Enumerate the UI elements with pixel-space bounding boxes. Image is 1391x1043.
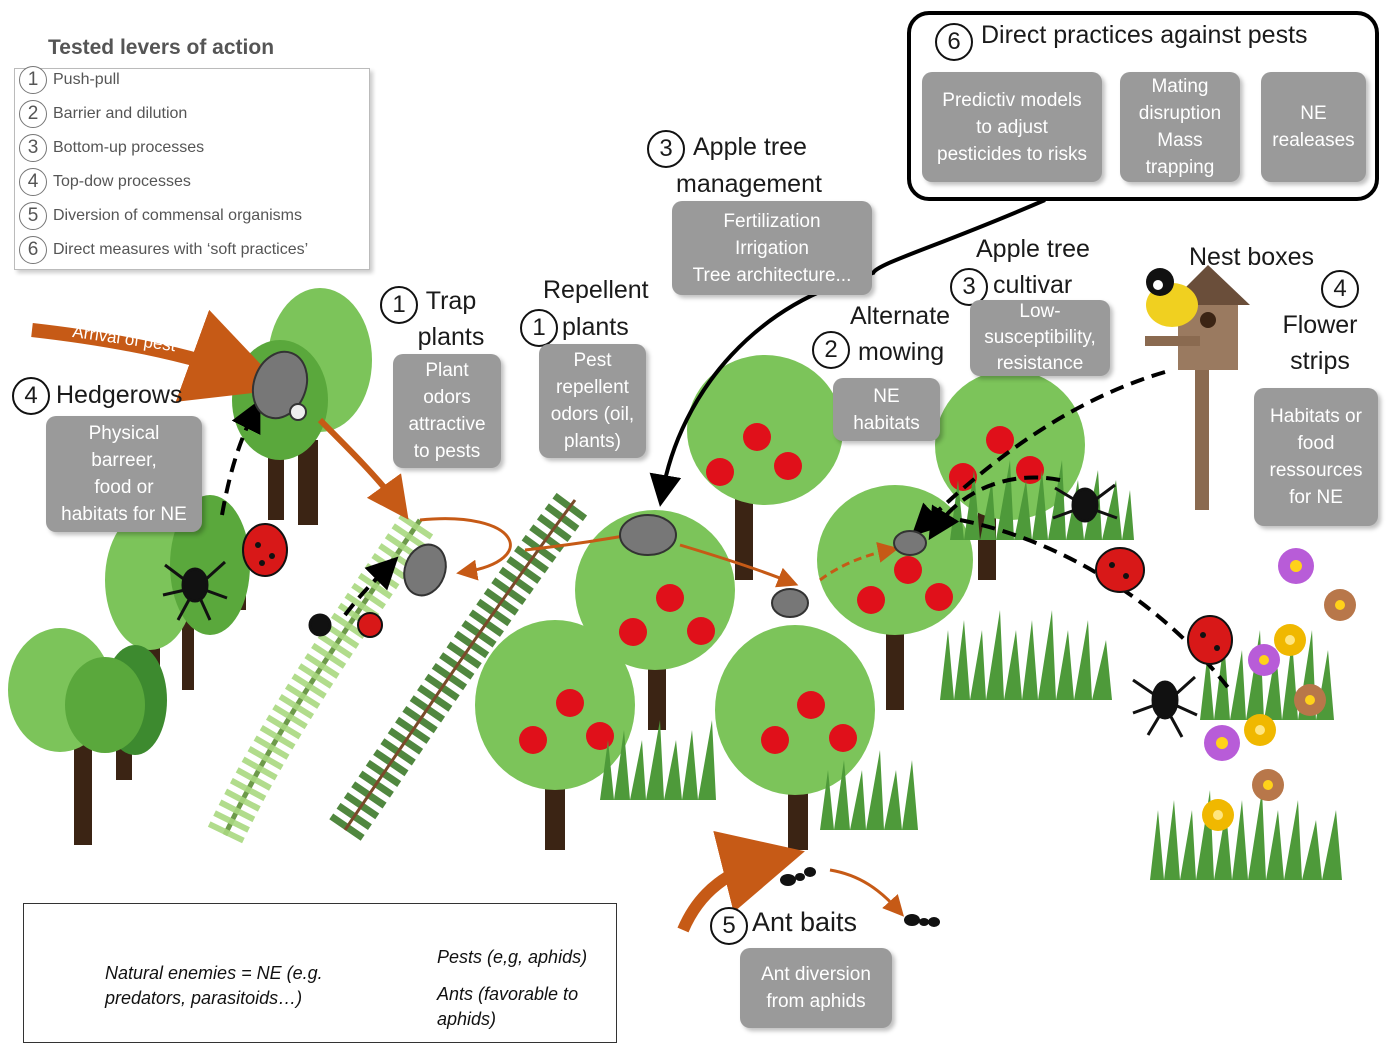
ne-releases-box: NE realeases xyxy=(1261,72,1366,182)
lever-number: 1 xyxy=(19,66,47,94)
lever-label: Top-dow processes xyxy=(53,173,191,190)
apple-trees xyxy=(475,355,1085,850)
flower-strips-number: 4 xyxy=(1321,270,1359,308)
trap-plants-box: Plant odors attractive to pests xyxy=(393,354,501,468)
levers-title: Tested levers of action xyxy=(48,36,275,59)
lever-item: 5 Diversion of commensal organisms xyxy=(19,199,302,233)
legend-ants: Ants (favorable to aphids) xyxy=(437,984,579,1029)
cultivar-box: Low- susceptibility, resistance xyxy=(970,300,1110,376)
hedgerows-box: Physical barreer, food or habitats for N… xyxy=(46,416,202,532)
repellent-plants-title-top: Repellent xyxy=(543,276,649,304)
cultivar-title-bottom: cultivar xyxy=(993,271,1073,299)
flower-strips-box: Habitats or food ressources for NE xyxy=(1254,388,1378,526)
alternate-mowing-title-top: Alternate xyxy=(850,302,951,330)
alternate-mowing-title-bottom: mowing xyxy=(858,338,945,366)
lever-item: 2 Barrier and dilution xyxy=(19,97,187,131)
lever-label: Barrier and dilution xyxy=(53,105,188,122)
lever-item: 6 Direct measures with ‘soft practices’ xyxy=(19,233,308,267)
hedgerow-trees xyxy=(8,288,372,845)
lever-number: 4 xyxy=(19,168,47,196)
lever-number: 6 xyxy=(19,236,47,264)
lever-item: 3 Bottom-up processes xyxy=(19,131,204,165)
nest-box xyxy=(1145,265,1250,510)
alternate-mowing-box: NE habitats xyxy=(833,378,940,441)
lever-item: 4 Top-dow processes xyxy=(19,165,191,199)
flowers xyxy=(1202,548,1356,831)
lever-label: Bottom-up processes xyxy=(53,139,205,156)
trap-plants-number: 1 xyxy=(380,286,418,324)
legend-pests: Pests (e,g, aphids) xyxy=(437,947,588,967)
direct-practices-panel: 6 Direct practices against pests Predict… xyxy=(907,11,1379,201)
direct-practices-number: 6 xyxy=(935,23,973,61)
species-legend: Natural enemies = NE (e.g. predators, pa… xyxy=(23,903,617,1043)
apple-management-title-top: Apple tree xyxy=(693,133,807,161)
cultivar-number: 3 xyxy=(950,268,988,306)
flower-strips-title: Flower strips xyxy=(1282,311,1358,375)
ant-baits-box: Ant diversion from aphids xyxy=(740,948,892,1028)
lever-label: Direct measures with ‘soft practices’ xyxy=(53,241,309,258)
legend-natural-enemies: Natural enemies = NE (e.g. predators, pa… xyxy=(105,963,323,1008)
lever-item: 1 Push-pull xyxy=(19,63,120,97)
apple-management-box: Fertilization Irrigation Tree architectu… xyxy=(672,201,872,295)
apple-management-number: 3 xyxy=(647,130,685,168)
repellent-plants-box: Pest repellent odors (oil, plants) xyxy=(539,344,646,458)
direct-practices-title: Direct practices against pests xyxy=(981,21,1308,49)
trap-plants-title: Trap plants xyxy=(417,287,485,351)
repellent-plants-number: 1 xyxy=(520,309,558,347)
apple-management-title-bottom: management xyxy=(676,170,822,198)
ant-baits-title: Ant baits xyxy=(752,907,858,937)
lever-number: 2 xyxy=(19,100,47,128)
levers-legend: 1 Push-pull 2 Barrier and dilution 3 Bot… xyxy=(14,66,370,270)
hedgerows-number: 4 xyxy=(12,377,50,415)
lever-number: 5 xyxy=(19,202,47,230)
repellent-plants-title-bottom: plants xyxy=(562,313,629,341)
lever-label: Push-pull xyxy=(53,71,120,88)
mating-disruption-box: Mating disruption Mass trapping xyxy=(1120,72,1240,182)
ant-baits-number: 5 xyxy=(710,907,748,945)
alternate-mowing-number: 2 xyxy=(812,331,850,369)
lever-number: 3 xyxy=(19,134,47,162)
cultivar-title-top: Apple tree xyxy=(976,235,1090,263)
lever-label: Diversion of commensal organisms xyxy=(53,207,302,224)
hedgerows-title: Hedgerows xyxy=(56,381,183,409)
predictive-models-box: Predictiv models to adjust pesticides to… xyxy=(922,72,1102,182)
nest-boxes-title: Nest boxes xyxy=(1189,243,1315,271)
